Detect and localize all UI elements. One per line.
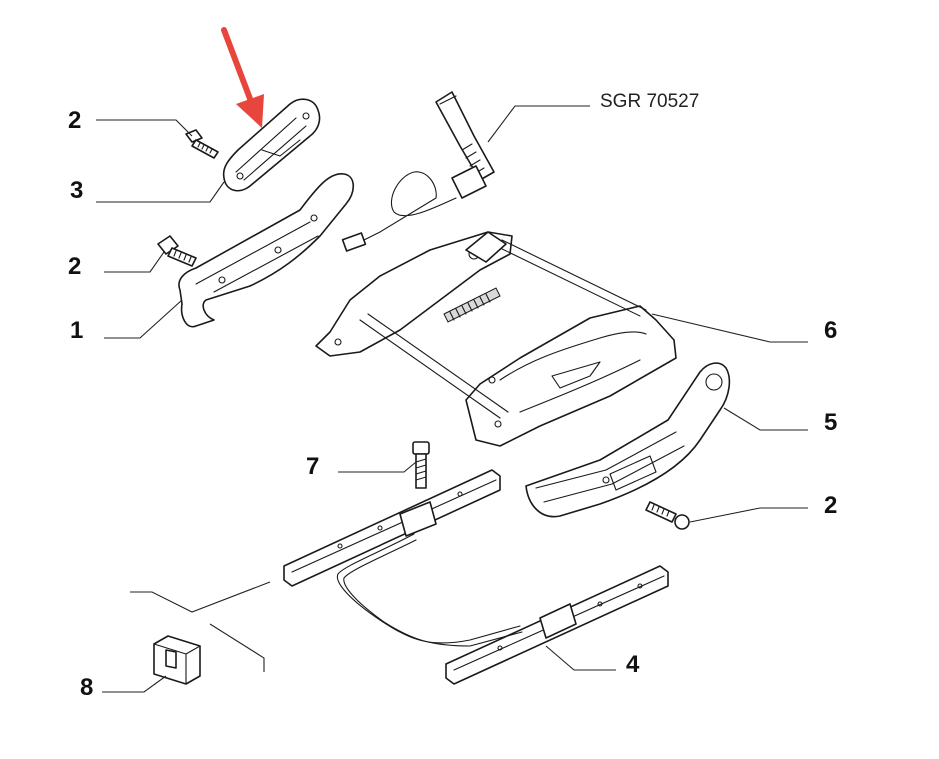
callout-4-rails: 4 <box>626 651 640 678</box>
callout-1-bracket: 1 <box>70 317 83 344</box>
callout-7-vertical-bolt: 7 <box>306 453 319 480</box>
callout-2-top-bolt: 2 <box>68 107 81 134</box>
callout-5-outer-trim: 5 <box>824 409 837 436</box>
part-bolt-middle <box>157 235 197 267</box>
callout-8-clip: 8 <box>80 674 93 701</box>
part-bolt-lower <box>645 501 690 530</box>
part-outer-trim-5 <box>525 362 731 518</box>
leader-lines <box>96 119 808 693</box>
part-seat-frame-6 <box>315 231 677 447</box>
callout-3-side-cover: 3 <box>70 177 83 204</box>
callout-2-lower-bolt: 2 <box>824 492 837 519</box>
callout-2-middle-bolt: 2 <box>68 253 81 280</box>
callout-6-seat-frame: 6 <box>824 317 837 344</box>
part-side-cover-3 <box>222 98 321 192</box>
part-side-bracket-1 <box>178 173 355 328</box>
part-bolt-top <box>185 129 219 159</box>
part-clip-8 <box>153 635 201 685</box>
highlight-arrow <box>221 27 264 128</box>
part-seatbelt-buckle <box>341 91 495 252</box>
reference-code-group: SGR 70527 <box>487 91 699 143</box>
callouts: 2 3 2 1 6 5 7 2 4 8 <box>68 107 837 701</box>
part-seat-rails-4 <box>283 469 669 685</box>
part-bolt-vertical-7 <box>412 441 430 489</box>
detail-reference-lines <box>130 581 271 672</box>
reference-code: SGR 70527 <box>600 91 699 112</box>
